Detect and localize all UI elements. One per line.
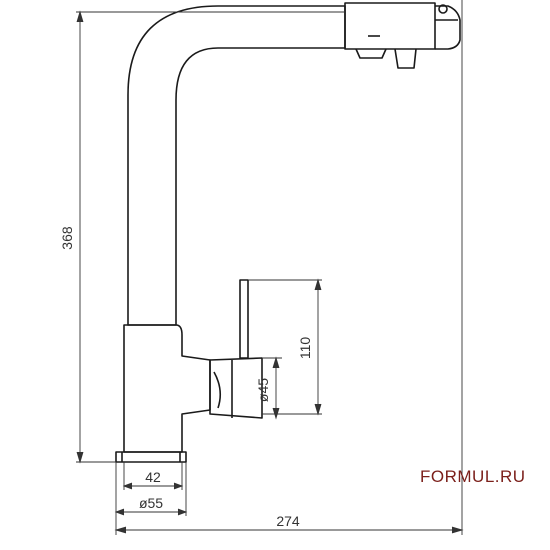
faucet-outline [115,2,461,463]
spout-pipe [127,5,346,326]
faucet-base [115,451,187,463]
dimension-base-inner: 42 [145,469,161,485]
brand-watermark: FORMUL.RU [420,467,526,486]
dimension-total-height: 368 [59,226,75,250]
dimension-lever-diameter: ø45 [255,378,271,402]
dimension-lever-height: 110 [297,337,313,360]
dimension-total-width: 274 [276,513,300,529]
lever-handle [239,279,249,359]
faucet-body [123,324,211,453]
dimension-base-diameter: ø55 [139,495,163,511]
dimension-lines [76,0,464,535]
spout-head [344,2,461,69]
